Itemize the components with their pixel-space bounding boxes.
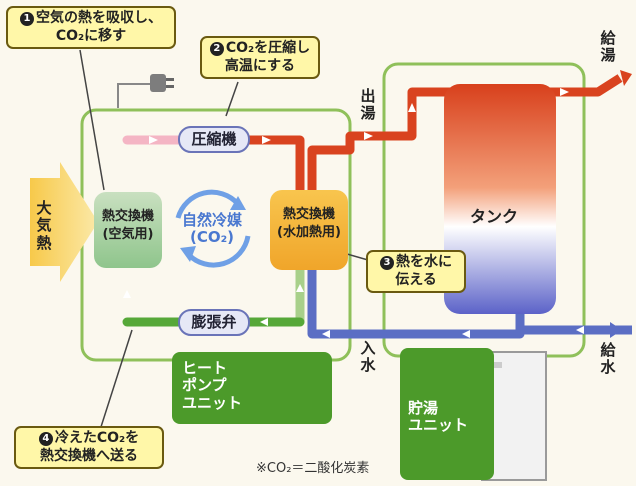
flow-arrow: [149, 136, 158, 144]
footnote: ※CO₂＝二酸化炭素: [256, 461, 370, 476]
tank-label: タンク: [470, 207, 519, 226]
refrigerant-pipe-top-right: [243, 135, 305, 195]
tank: [444, 84, 556, 314]
plug-icon: [150, 74, 166, 92]
refrigerant-label: 自然冷媒 (CO₂): [181, 211, 242, 247]
storage-unit-label-box: [400, 348, 494, 480]
water-in-label: 入水: [360, 339, 376, 375]
circulation-arrow-top: [175, 189, 240, 219]
expansion-valve: 膨張弁: [178, 309, 250, 336]
hot-out-label: 出湯: [360, 87, 376, 123]
hot-supply-label: 給湯: [600, 29, 616, 65]
callout1-pointer: [79, 49, 105, 191]
storage-unit-label: 貯湯 ユニット: [408, 399, 469, 435]
callout4-pointer: [99, 329, 133, 431]
power-cord: [117, 83, 150, 108]
air-hx-line1: 熱交換機: [101, 209, 154, 224]
air-hx-line2: (空気用): [102, 226, 154, 242]
circulation-arrow-bottom: [186, 235, 251, 268]
water-hx-line1: 熱交換機: [282, 207, 335, 222]
heat-pump-unit-label: ヒート ポンプ ユニット: [182, 359, 243, 412]
callout2-pointer: [225, 81, 239, 117]
hot-water-pipe: [307, 87, 480, 190]
water-hx-line2: (水加熱用): [277, 224, 341, 240]
cold-return-pipe: [307, 270, 525, 339]
water-heat-exchanger: 熱交換機 (水加熱用): [270, 190, 348, 270]
air-heat-exchanger: 熱交換機 (空気用): [94, 192, 162, 268]
ambient-heat-arrow: [30, 162, 98, 282]
heat-pump-unit-label-box: [172, 352, 332, 424]
compressor: 圧縮機: [178, 126, 250, 153]
flow-arrow: [262, 136, 271, 144]
water-supply-label: 給水: [600, 341, 616, 377]
flow-arrow: [296, 284, 304, 292]
flow-arrow: [123, 290, 131, 298]
flow-arrow: [260, 318, 268, 326]
ambient-heat-label: 大気熱: [36, 199, 52, 252]
